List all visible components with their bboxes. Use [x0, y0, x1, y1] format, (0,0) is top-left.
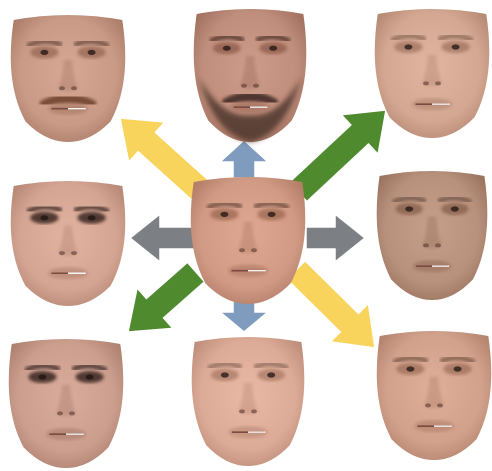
mustache — [222, 91, 278, 106]
left-nostril — [423, 81, 429, 86]
left-eyebrow — [390, 33, 427, 43]
arrow-down-left-green — [127, 261, 206, 333]
right-nostril — [71, 251, 77, 256]
right-nostril — [71, 86, 77, 91]
arrow-right-gray — [305, 212, 367, 264]
faces-layer — [8, 9, 492, 468]
right-pupil — [453, 366, 462, 372]
left-nostril — [241, 83, 247, 88]
nose — [58, 225, 78, 257]
right-eyebrow — [73, 38, 110, 48]
face-bottom-center — [191, 337, 305, 466]
left-pupil — [38, 374, 47, 380]
left-eyebrow — [207, 361, 243, 371]
nose — [240, 56, 260, 89]
left-nostril — [57, 411, 63, 416]
nose — [238, 222, 258, 254]
left-pupil — [220, 211, 229, 217]
right-pupil — [450, 206, 459, 212]
right-eyebrow — [253, 361, 289, 371]
arrow-down-blue — [217, 299, 271, 333]
right-pupil — [87, 215, 96, 221]
right-nostril — [435, 243, 441, 248]
left-eyebrow — [24, 363, 61, 373]
left-nostril — [239, 409, 245, 414]
left-nostril — [423, 243, 429, 248]
left-pupil — [404, 44, 413, 50]
right-nostril — [253, 83, 259, 88]
right-nostril — [251, 248, 257, 253]
right-nostril — [251, 409, 257, 414]
face-top-left — [10, 15, 126, 142]
left-nostril — [425, 403, 431, 408]
left-eyebrow — [26, 38, 63, 48]
left-pupil — [40, 49, 49, 56]
left-pupil — [405, 206, 414, 212]
left-eyebrow — [209, 34, 245, 43]
right-pupil — [267, 211, 276, 217]
left-eyebrow — [392, 355, 429, 365]
right-eyebrow — [253, 200, 290, 210]
right-eyebrow — [255, 34, 291, 43]
face-bottom-right — [376, 331, 492, 460]
right-pupil — [85, 374, 94, 380]
right-eyebrow — [437, 195, 473, 205]
beard-shadow — [198, 77, 302, 142]
left-nostril — [239, 248, 245, 253]
nose — [422, 216, 442, 249]
left-eyebrow — [206, 200, 243, 210]
face-middle-right — [376, 171, 488, 300]
nose — [424, 376, 444, 409]
right-nostril — [69, 411, 75, 416]
nose — [58, 60, 78, 92]
face-middle-left — [10, 181, 126, 306]
face-center — [190, 177, 306, 304]
face-bottom-left — [8, 339, 124, 468]
right-eyebrow — [439, 355, 476, 365]
arrow-up-right-green — [288, 109, 387, 203]
face-top-center — [193, 9, 307, 142]
face-top-right — [374, 9, 490, 138]
left-pupil — [220, 372, 229, 378]
right-pupil — [87, 49, 96, 56]
right-pupil — [267, 372, 276, 378]
nose — [238, 382, 258, 415]
right-eyebrow — [437, 33, 474, 43]
left-pupil — [40, 215, 49, 221]
nose — [56, 384, 76, 417]
right-nostril — [435, 81, 441, 86]
arrow-left-gray — [128, 212, 196, 264]
arrow-up-blue — [218, 138, 270, 179]
right-nostril — [437, 403, 443, 408]
right-eyebrow — [73, 204, 110, 214]
left-nostril — [59, 86, 65, 91]
right-pupil — [451, 44, 460, 50]
left-pupil — [406, 366, 415, 372]
arrow-down-right-yellow — [285, 259, 376, 349]
left-eyebrow — [26, 204, 63, 214]
right-eyebrow — [71, 363, 108, 373]
left-nostril — [59, 251, 65, 256]
left-pupil — [222, 45, 231, 51]
right-pupil — [269, 45, 278, 51]
arrows-layer — [119, 109, 387, 349]
left-eyebrow — [391, 195, 427, 205]
mustache — [39, 93, 97, 108]
nose — [422, 54, 442, 87]
arrow-up-left-yellow — [119, 117, 210, 201]
